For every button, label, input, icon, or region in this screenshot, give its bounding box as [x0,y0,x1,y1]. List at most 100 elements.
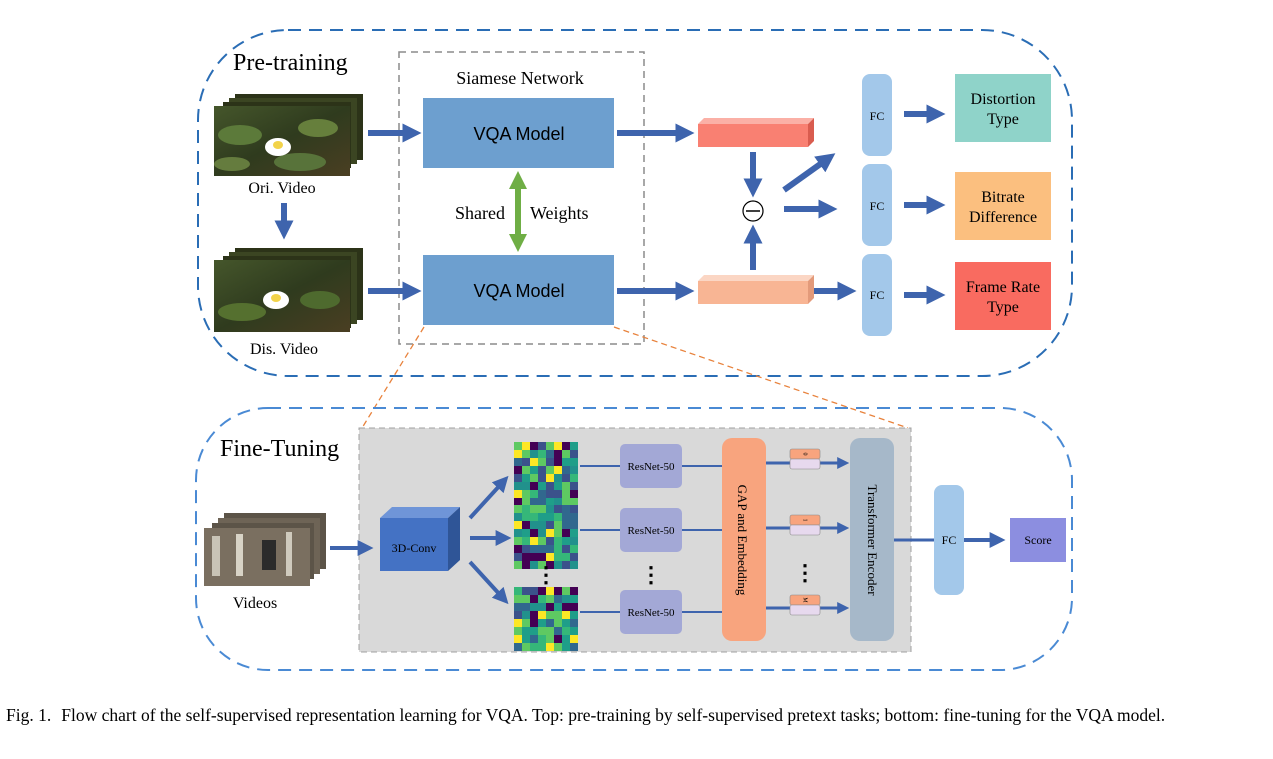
heatmap-cell [538,553,546,561]
heatmap-cell [554,458,562,466]
heatmap-cell [514,603,522,611]
figure-caption-label: Fig. 1. [6,705,52,725]
heatmap-cell [514,466,522,474]
heatmap-cell [514,643,522,651]
heatmap-cell [570,505,578,513]
output-frame-rate-line2: Type [987,299,1019,316]
heatmap-cell [562,498,570,506]
heatmap-cell [546,482,554,490]
heatmap-cell [514,442,522,450]
heatmap-cell [514,450,522,458]
videos-label: Videos [233,595,277,612]
heatmap-cell [570,619,578,627]
finetune-fc-block [934,485,964,595]
token-m-label: M [802,597,808,603]
output-bitrate-line1: Bitrate [981,189,1025,206]
conv3d-block [380,507,460,571]
heatmap-cell [522,537,530,545]
heatmap-cell [562,537,570,545]
heatmap-cell [530,611,538,619]
resnet-label-3: ResNet-50 [627,607,675,619]
resnet-block-3 [620,590,682,634]
heatmap-cell [538,466,546,474]
resnet-label-1: ResNet-50 [627,461,675,473]
heatmap-cell [562,482,570,490]
heatmap-cell [554,635,562,643]
heatmap-cell [562,595,570,603]
heatmap-cell [562,521,570,529]
heatmap-cell [530,537,538,545]
heatmap-cell [562,553,570,561]
heatmap-cell [522,561,530,569]
score-label: Score [1024,533,1051,547]
heatmap-cell [522,482,530,490]
weights-label: Weights [530,203,589,223]
heatmap-cell [530,458,538,466]
conv3d-label: 3D-Conv [392,541,437,555]
minus-operator-icon [742,200,764,222]
heatmap-cell [522,545,530,553]
dis-video-frames [214,248,363,332]
heatmap-cell [538,561,546,569]
heatmap-cell [530,490,538,498]
pretraining-border [197,29,1073,377]
heatmap-cell [538,537,546,545]
heatmap-cell [546,498,554,506]
resnet-block-1 [620,444,682,488]
heatmap-cell [514,635,522,643]
heatmap-cell [554,442,562,450]
heatmap-cell [530,643,538,651]
heatmap-cell [546,521,554,529]
zoom-line-right [613,326,909,429]
vqa-model-top-label: VQA Model [473,124,564,144]
gap-embedding-block [722,438,766,641]
heatmap-cell [562,635,570,643]
heatmap-cell [514,505,522,513]
output-bitrate-difference [955,172,1051,240]
heatmap-cell [530,498,538,506]
heatmap-cell [546,627,554,635]
finetuning-section: Fine-Tuning Videos 3D-Conv [195,407,1073,671]
heatmap-cell [538,587,546,595]
heatmap-cell [554,545,562,553]
heatmap-cell [514,595,522,603]
heatmap-cell [538,442,546,450]
ori-video-frames [214,94,363,176]
heatmap-cell [554,505,562,513]
heatmap-cell [522,611,530,619]
heatmap-cell [522,643,530,651]
conv-to-map1-arrow [468,475,509,520]
fc-label-1: FC [870,109,885,123]
heatmap-cell [522,450,530,458]
heatmap-cell [538,458,546,466]
heatmap-cell [530,545,538,553]
token-1 [789,514,821,536]
heatmap-cell [562,643,570,651]
heatmap-cell [538,490,546,498]
resnet-label-2: ResNet-50 [627,525,675,537]
heatmap-cell [562,603,570,611]
heatmap-cell [522,553,530,561]
flow-chart-diagram: Pre-training Siamese Network Ori. Video [195,29,1073,671]
heatmap-cell [530,561,538,569]
heatmap-cell [530,442,538,450]
heatmap-cell [562,474,570,482]
token-0 [789,448,821,470]
heatmap-cell [530,635,538,643]
heatmap-cell [570,513,578,521]
heatmap-cell [562,450,570,458]
pretraining-title: Pre-training [233,50,348,76]
heatmap-cell [554,595,562,603]
heatmap-cell [514,529,522,537]
heatmap-cell [546,603,554,611]
heatmap-cell [562,619,570,627]
heatmap-cell [522,474,530,482]
heatmap-cell [514,611,522,619]
heatmap-cell [522,513,530,521]
conv-to-map3-arrow [468,560,509,605]
score-block [1010,518,1066,562]
heatmap-cell [554,627,562,635]
heatmap-cell [522,529,530,537]
heatmap-cell [538,529,546,537]
figure-caption-text: Flow chart of the self-supervised repres… [61,705,1166,725]
